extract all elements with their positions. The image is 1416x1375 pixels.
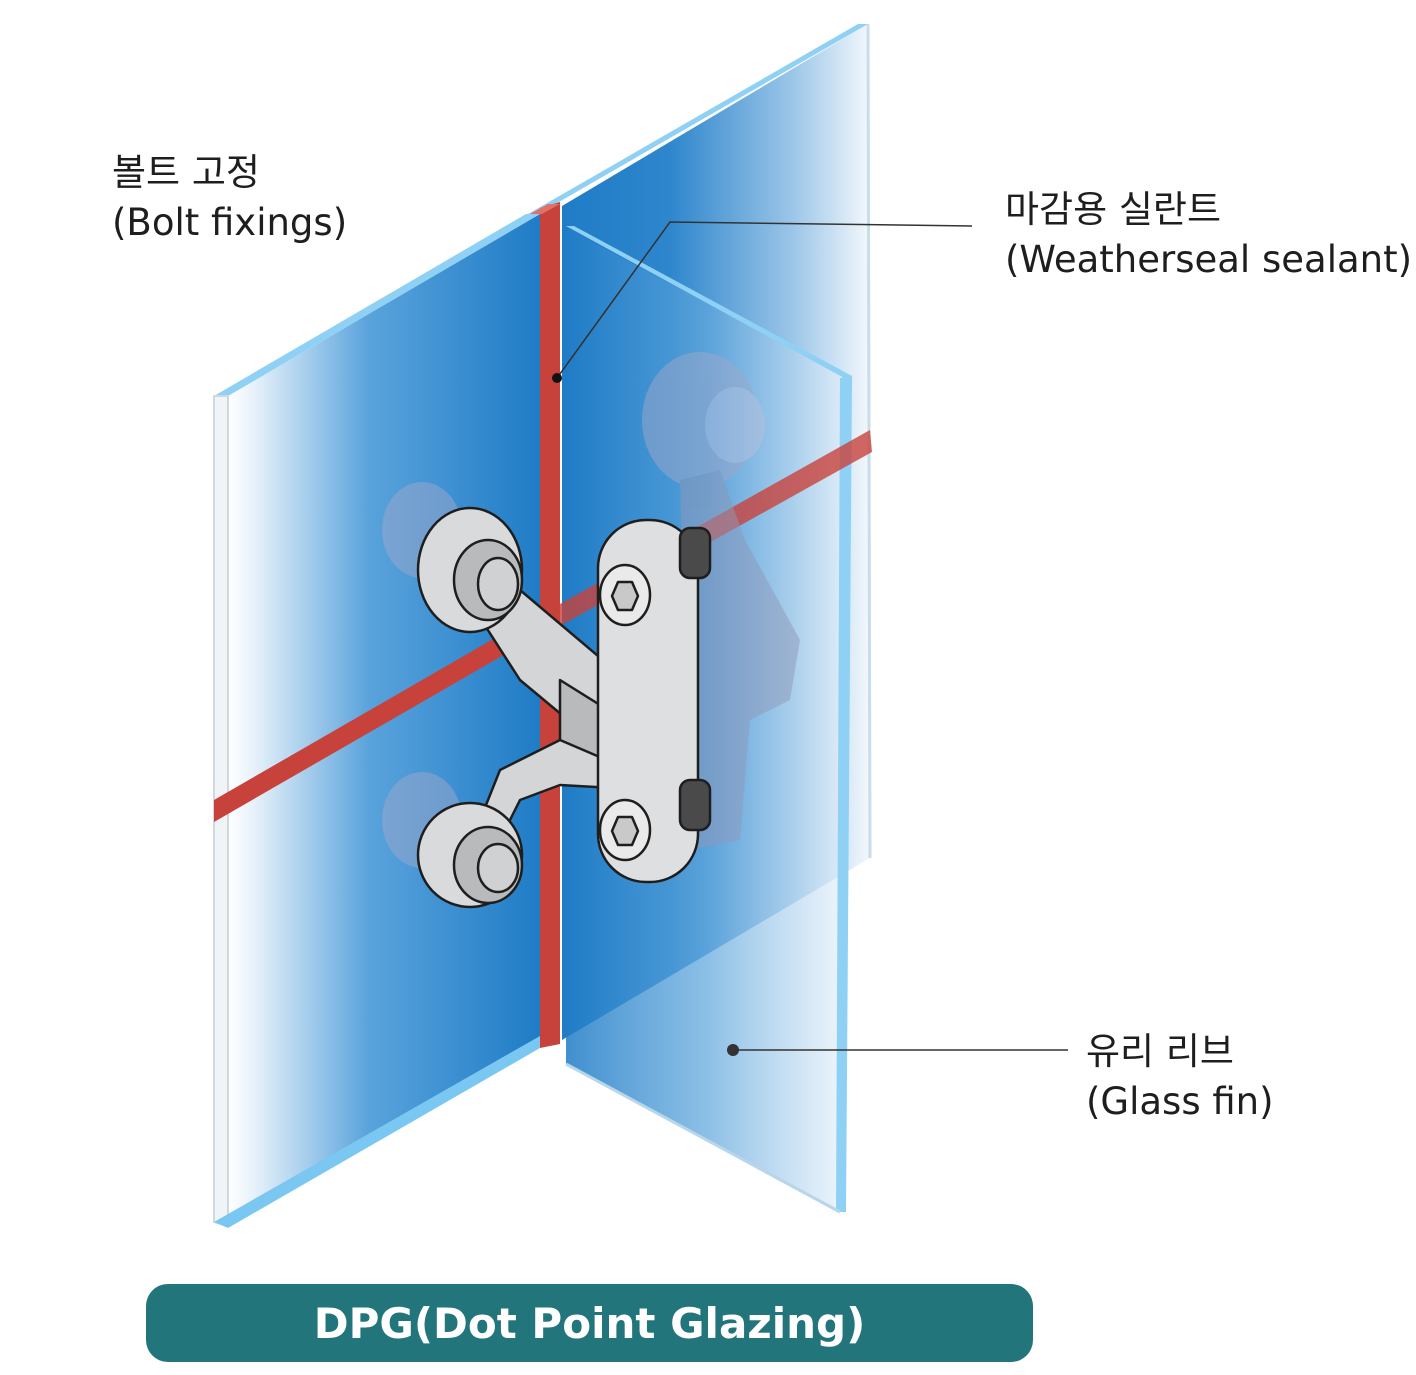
label-sealant-ko: 마감용 실란트 [1005,188,1222,231]
label-sealant-en: (Weatherseal sealant) [1005,237,1413,281]
bolt-fixing-lower [416,801,524,909]
label-weatherseal-sealant: 마감용 실란트 (Weatherseal sealant) [1005,185,1412,285]
label-fin-en: (Glass fin) [1086,1079,1274,1123]
label-glass-fin: 유리 리브 (Glass fin) [1086,1027,1274,1127]
label-bolt-en: (Bolt fixings) [112,200,348,244]
label-bolt-ko: 볼트 고정 [112,151,260,194]
leader-fin [727,1044,1068,1056]
bolt-fixing-upper [416,506,524,634]
spider-fitting [468,518,712,884]
diagram-title: DPG(Dot Point Glazing) [313,1298,866,1348]
title-banner: DPG(Dot Point Glazing) [146,1284,1033,1362]
label-fin-ko: 유리 리브 [1086,1030,1234,1073]
label-bolt-fixings: 볼트 고정 (Bolt fixings) [112,148,347,248]
leader-sealant [552,221,973,383]
